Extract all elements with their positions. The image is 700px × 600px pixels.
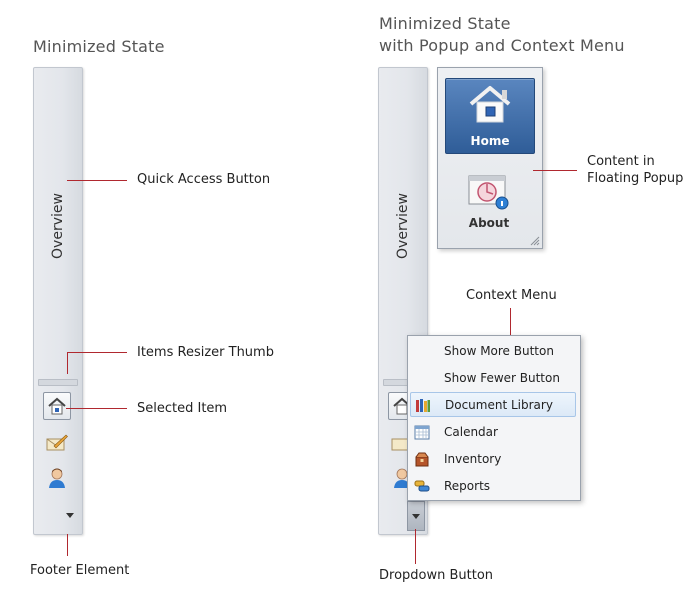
leader-context-menu	[510, 308, 511, 336]
menu-item-document-library[interactable]: Document Library	[410, 392, 576, 417]
left-heading: Minimized State	[33, 37, 165, 56]
leader-selected	[66, 408, 127, 409]
menu-item-label: Calendar	[444, 424, 498, 439]
menu-item-inventory[interactable]: Inventory	[410, 446, 576, 471]
popup-about-button[interactable]: About	[445, 166, 533, 238]
callout-popup-line2: Floating Popup	[587, 171, 684, 186]
floating-popup: Home About	[437, 67, 543, 249]
about-icon	[468, 175, 509, 210]
footer-dropdown-caret[interactable]	[66, 513, 74, 518]
callout-dropdown: Dropdown Button	[379, 568, 494, 583]
library-icon	[415, 398, 431, 414]
callout-resizer: Items Resizer Thumb	[137, 345, 274, 360]
contact-icon-2	[394, 468, 410, 488]
reports-icon	[414, 478, 430, 494]
menu-item-calendar[interactable]: Calendar	[410, 419, 576, 444]
mail-icon	[46, 434, 68, 451]
menu-item-show-more-button[interactable]: Show More Button	[410, 338, 576, 363]
nav-item-home[interactable]	[43, 392, 71, 420]
leader-resizer-v	[67, 352, 68, 374]
nav-item-contact-2[interactable]	[389, 465, 415, 491]
leader-popup	[533, 170, 577, 171]
callout-selected: Selected Item	[137, 401, 228, 416]
popup-home-label: Home	[470, 134, 510, 148]
leader-dropdown	[415, 529, 416, 564]
quick-access-button[interactable]: Overview	[50, 193, 66, 259]
callout-quick-access: Quick Access Button	[137, 172, 271, 187]
calendar-icon	[414, 424, 430, 440]
dropdown-caret	[412, 514, 420, 519]
dropdown-button[interactable]	[407, 501, 425, 531]
popup-home-button[interactable]: Home	[445, 78, 535, 154]
callout-popup-line1: Content in	[587, 154, 655, 169]
menu-item-label: Reports	[444, 478, 491, 493]
right-heading-line1: Minimized State	[379, 14, 511, 33]
menu-item-label: Document Library	[445, 397, 553, 412]
resize-grip-icon[interactable]	[530, 236, 540, 246]
contact-icon	[49, 468, 65, 488]
callout-footer: Footer Element	[30, 563, 130, 578]
nav-item-contact[interactable]	[44, 465, 70, 491]
home-icon	[48, 397, 66, 415]
items-resizer-thumb[interactable]	[38, 379, 78, 386]
menu-item-show-fewer-button[interactable]: Show Fewer Button	[410, 365, 576, 390]
home-large-icon	[469, 86, 511, 123]
popup-about-label: About	[468, 216, 510, 230]
leader-footer	[67, 534, 68, 556]
leader-quick-access	[67, 180, 127, 181]
right-heading-line2: with Popup and Context Menu	[379, 36, 625, 55]
menu-item-label: Show Fewer Button	[444, 370, 560, 385]
callout-context-menu: Context Menu	[466, 288, 557, 303]
nav-item-mail[interactable]	[44, 430, 70, 456]
navigation-bar-minimized: Overview	[33, 67, 83, 535]
menu-item-reports[interactable]: Reports	[410, 473, 576, 498]
quick-access-button-open[interactable]: Overview	[395, 193, 411, 259]
menu-item-label: Inventory	[444, 451, 502, 466]
inventory-icon	[414, 451, 430, 467]
leader-resizer-h	[67, 352, 127, 353]
menu-item-label: Show More Button	[444, 343, 554, 358]
